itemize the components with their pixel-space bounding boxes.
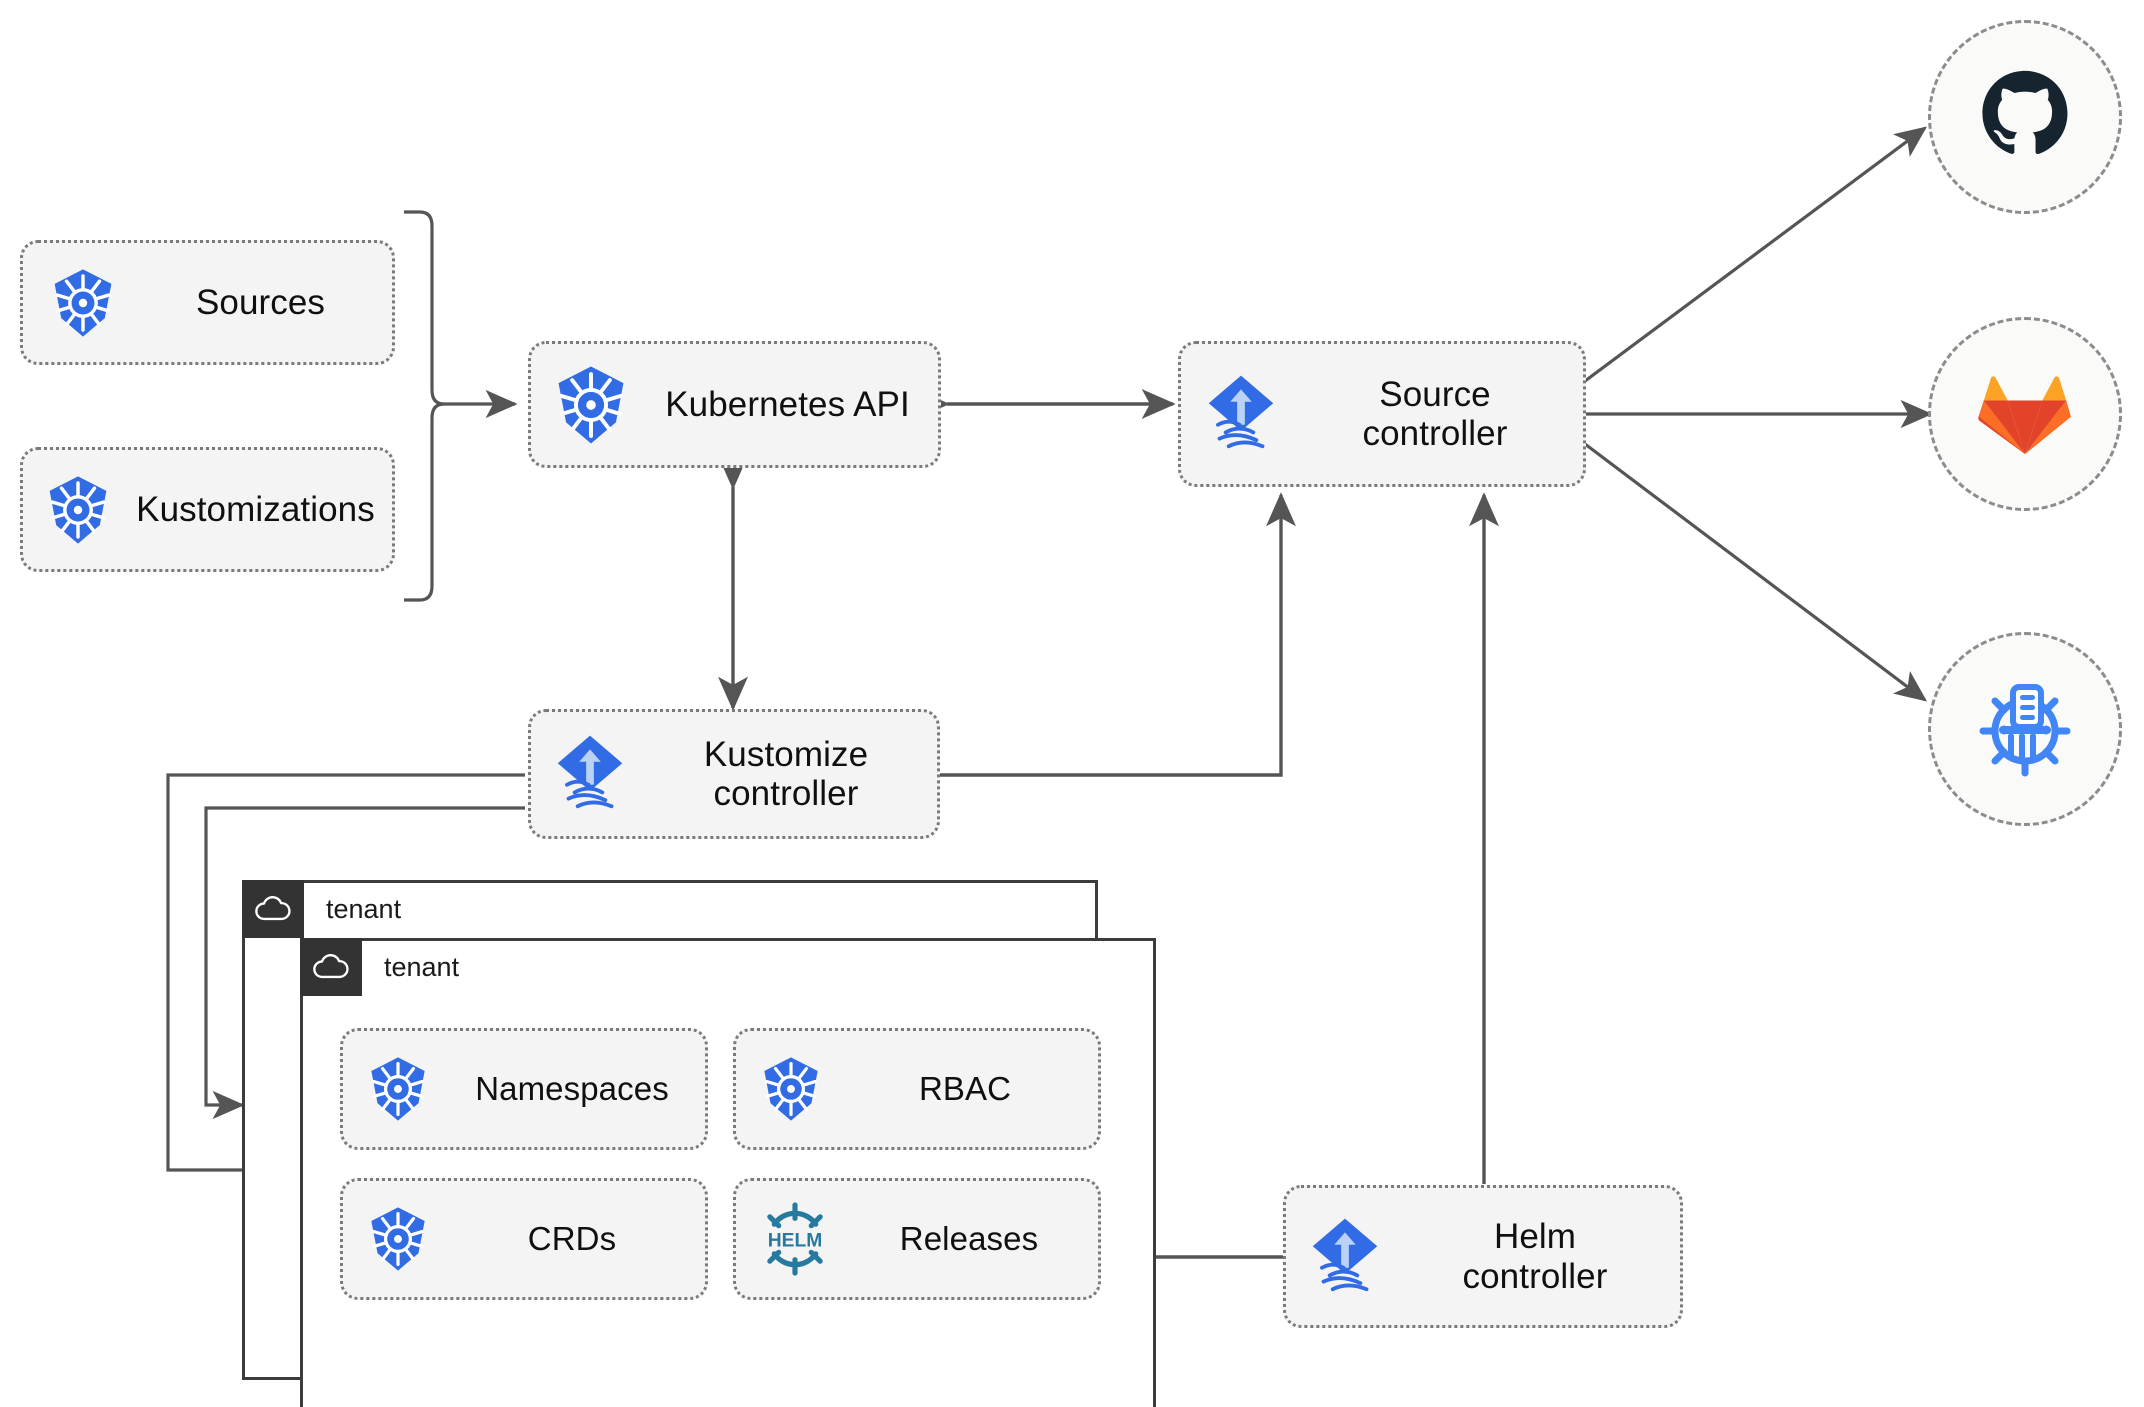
node-label: Helm controller [1404,1217,1680,1295]
helm-chart-repo-icon [1975,677,2075,782]
node-label: Kubernetes API [665,384,910,424]
node-kubernetes-api[interactable]: Kubernetes API [528,341,941,468]
node-source-controller[interactable]: Source controller [1178,341,1586,487]
node-kustomize-controller[interactable]: Kustomize controller [528,709,940,839]
node-sources[interactable]: Sources [20,240,395,365]
tenant-header: tenant [242,880,401,938]
node-label: RBAC [918,1069,1012,1107]
cloud-icon [242,880,304,938]
tenant-label: tenant [326,893,402,924]
cloud-icon [300,938,362,996]
helm-icon: HELM [736,1202,854,1276]
node-label: Namespaces [475,1069,669,1107]
tenant-label: tenant [384,951,460,982]
node-label-line1: Kustomize [703,734,869,774]
node-rbac[interactable]: RBAC [733,1028,1101,1150]
node-namespaces[interactable]: Namespaces [340,1028,708,1150]
tenant-container-inner[interactable]: tenant [300,938,1156,1407]
node-label: Releases [899,1219,1039,1257]
kubernetes-icon [23,268,143,338]
provider-helm-repository[interactable] [1928,632,2122,826]
edge-source-github [1584,126,1928,383]
node-label: Kustomizations [136,489,375,529]
provider-github[interactable] [1928,20,2122,214]
edge-source-helmrepo [1584,442,1928,702]
node-label-line1: Source [1379,374,1491,414]
kubernetes-icon [343,1056,453,1122]
edge-bracket [404,210,445,602]
node-label: Sources [195,282,326,322]
tenant-header: tenant [300,938,459,996]
flux-icon [1181,371,1301,457]
node-label: Kustomize controller [649,735,937,813]
kubernetes-icon [23,475,133,545]
svg-text:HELM: HELM [768,1230,823,1251]
node-label-line2: controller [1362,414,1508,453]
node-label-line1: Helm [1493,1217,1577,1257]
node-helm-controller[interactable]: Helm controller [1283,1185,1683,1328]
flux-icon [1286,1214,1404,1300]
kubernetes-icon [343,1206,453,1272]
node-label: Source controller [1301,375,1583,453]
node-label-line2: controller [713,774,859,813]
kubernetes-icon [736,1056,846,1122]
provider-gitlab[interactable] [1928,317,2122,511]
node-crds[interactable]: CRDs [340,1178,708,1300]
kubernetes-icon [531,365,651,445]
github-icon [1979,69,2071,166]
edge-kustomize-source [937,492,1296,777]
gitlab-icon [1977,366,2073,463]
flux-icon [531,731,649,817]
node-kustomizations[interactable]: Kustomizations [20,447,395,572]
node-label-line2: controller [1462,1256,1608,1296]
node-label: CRDs [527,1219,617,1257]
node-releases[interactable]: HELM Releases [733,1178,1101,1300]
